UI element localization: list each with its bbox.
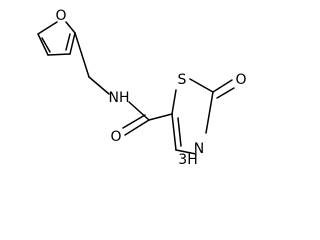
bond-c2-n3: [205, 91, 214, 134]
bond-carbonyl-c5: [148, 113, 173, 121]
furan-ring: [37, 21, 76, 56]
bond-c5-s1: [171, 89, 177, 115]
bond-c4-c3: [47, 53, 71, 56]
bond-c3-c2-inner: [65, 33, 71, 51]
bond-c2-o-second: [216, 87, 235, 99]
thiazole-ring: [171, 78, 235, 155]
thiazole-sulfur-label: S: [178, 72, 187, 88]
furan-oxygen-label: O: [55, 8, 66, 24]
bond-n3-c4: [175, 149, 197, 155]
bond-c2-ch2: [74, 32, 90, 78]
carbonyl-oxygen-label: O: [110, 129, 121, 145]
amide-nitrogen-label: NH: [109, 90, 130, 106]
ring-nitrogen-h-label: N: [194, 141, 204, 157]
bond-carbonyl-o: [124, 119, 150, 136]
bond-c5-c4-inner: [41, 37, 51, 53]
structure-svg: O NH O S O N 3H: [37, 8, 247, 168]
bond-c2-o: [212, 79, 233, 93]
bond-c3-c2: [69, 32, 76, 55]
bond-c2-o1: [65, 21, 76, 34]
molecule-diagram: O NH O S O N 3H: [37, 8, 247, 168]
bond-c4-c5-inner: [177, 117, 182, 147]
bond-c5-c4: [37, 33, 49, 56]
bond-c4-c5: [171, 113, 177, 151]
ring-nitrogen-label: 3H: [178, 152, 197, 168]
bond-s1-c2: [189, 78, 214, 93]
bond-o1-c5: [37, 21, 58, 35]
bond-carbonyl-o-second: [122, 114, 146, 129]
linker-chain: [74, 32, 173, 136]
bond-n-carbonyl: [128, 101, 150, 121]
ring-carbonyl-oxygen-label: O: [235, 72, 246, 88]
bond-ch2-n: [88, 76, 110, 95]
